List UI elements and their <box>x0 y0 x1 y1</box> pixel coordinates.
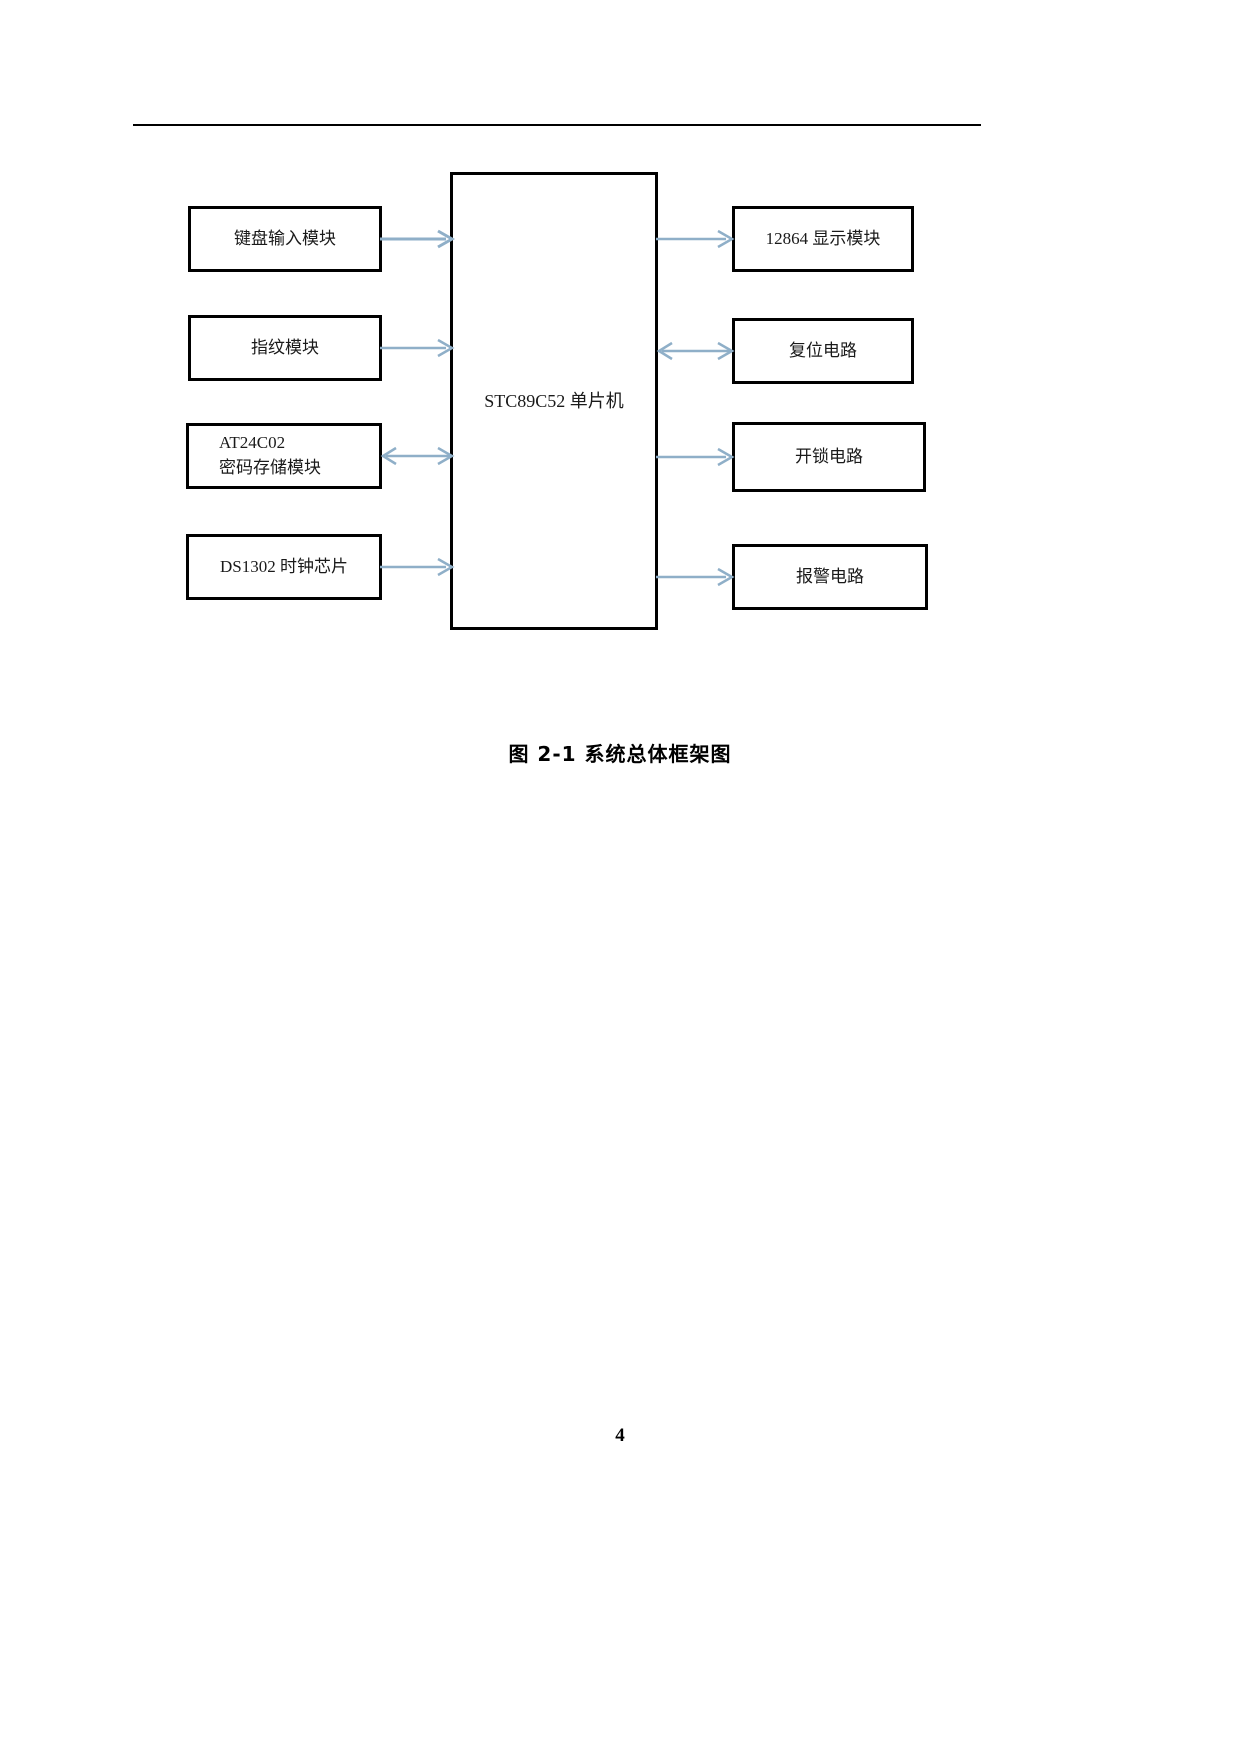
arrow-fingerprint-to-mcu <box>380 335 456 361</box>
arrow-mcu-to-display <box>656 226 736 252</box>
arrow-mcu-reset-bidirectional <box>656 338 736 364</box>
block-label: 复位电路 <box>789 340 857 360</box>
block-label: 报警电路 <box>796 566 864 586</box>
arrow-keypad-to-mcu <box>380 226 456 252</box>
block-label: 开锁电路 <box>795 446 863 466</box>
arrow-mcu-to-unlock <box>656 444 736 470</box>
arrow-eeprom-mcu-bidirectional <box>380 443 456 469</box>
block-12864-display-module[interactable]: 12864 显示模块 <box>732 206 914 272</box>
arrow-rtc-to-mcu <box>380 554 456 580</box>
block-label: 键盘输入模块 <box>234 228 336 248</box>
block-label-line1: AT24C02 <box>219 433 286 453</box>
block-alarm-circuit[interactable]: 报警电路 <box>732 544 928 610</box>
block-label-line2: 密码存储模块 <box>219 458 321 477</box>
header-rule <box>133 124 981 126</box>
arrow-mcu-to-alarm <box>656 564 736 590</box>
block-label: STC89C52 单片机 <box>484 390 624 411</box>
page-number: 4 <box>615 1425 625 1446</box>
system-block-diagram: 键盘输入模块 指纹模块 AT24C02 密码存储模块 DS1302 时钟芯片 S… <box>180 152 940 640</box>
block-at24c02-password-storage-module[interactable]: AT24C02 密码存储模块 <box>186 423 382 489</box>
block-label: 12864 显示模块 <box>765 228 881 248</box>
block-label: DS1302 时钟芯片 <box>220 556 348 576</box>
block-ds1302-clock-chip[interactable]: DS1302 时钟芯片 <box>186 534 382 600</box>
block-reset-circuit[interactable]: 复位电路 <box>732 318 914 384</box>
block-fingerprint-module[interactable]: 指纹模块 <box>188 315 382 381</box>
block-keypad-input-module[interactable]: 键盘输入模块 <box>188 206 382 272</box>
figure-caption: 图 2-1 系统总体框架图 <box>508 742 732 766</box>
block-unlock-circuit[interactable]: 开锁电路 <box>732 422 926 492</box>
block-stc89c52-mcu[interactable]: STC89C52 单片机 <box>450 172 658 630</box>
block-label: 指纹模块 <box>251 337 319 357</box>
